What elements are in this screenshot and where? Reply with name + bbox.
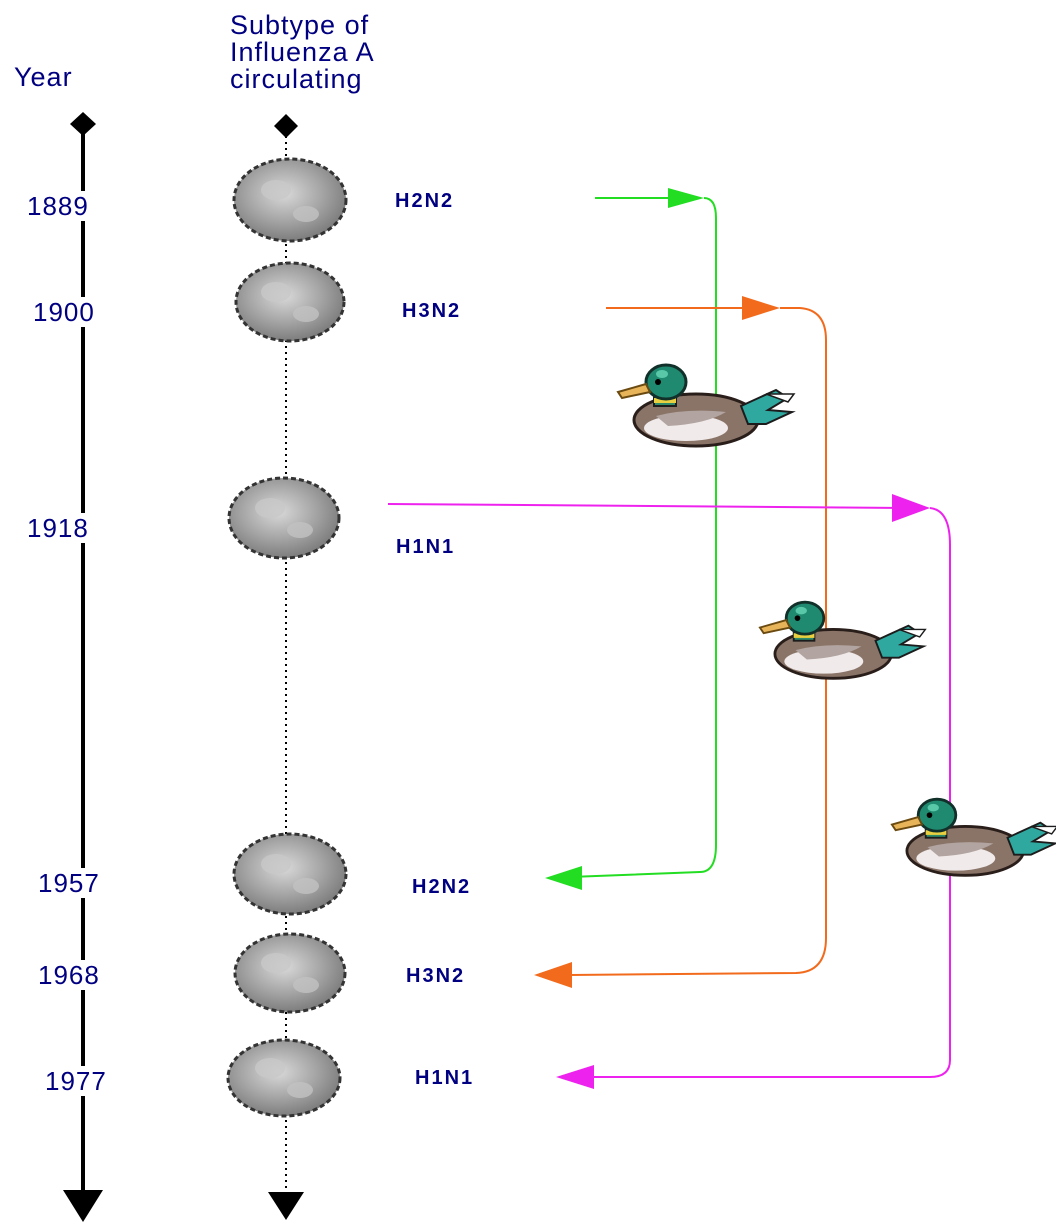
subtype-column-header: Subtype of Influenza A circulating: [230, 10, 375, 94]
connection-h2n2: [545, 188, 717, 890]
subtype-label-1918: H1N1: [396, 536, 456, 558]
mallard-duck-icon: [758, 600, 927, 680]
year-label-1968: 1968: [35, 960, 103, 990]
virus-particle-icon: [232, 832, 348, 916]
year-column-header: Year: [14, 62, 73, 92]
year-label-1900: 1900: [30, 297, 98, 327]
year-label-1889: 1889: [24, 191, 92, 221]
virus-particle-icon: [226, 1038, 342, 1118]
year-label-1918: 1918: [24, 513, 92, 543]
subtype-label-1957: H2N2: [412, 876, 472, 898]
mallard-duck-icon: [890, 797, 1056, 877]
year-label-1957: 1957: [35, 868, 103, 898]
mallard-duck-icon: [616, 363, 796, 448]
virus-particle-icon: [232, 157, 348, 243]
subtype-label-1968: H3N2: [406, 965, 466, 987]
year-label-1977: 1977: [42, 1066, 110, 1096]
subtype-label-1977: H1N1: [415, 1067, 475, 1089]
subtype-label-1889: H2N2: [395, 190, 455, 212]
virus-particle-icon: [233, 932, 347, 1014]
connection-h1n1: [387, 494, 951, 1089]
virus-particle-icon: [234, 261, 346, 343]
subtype-label-1900: H3N2: [402, 300, 462, 322]
virus-particle-icon: [227, 476, 341, 560]
